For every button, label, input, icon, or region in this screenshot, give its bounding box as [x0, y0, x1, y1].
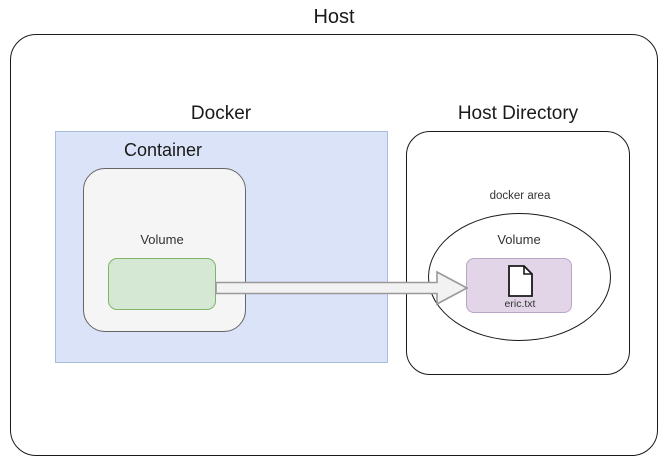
- container-volume-title: Volume: [140, 232, 184, 247]
- docker-area-title: docker area: [489, 190, 551, 202]
- host-directory-title: Host Directory: [457, 103, 579, 124]
- block-arrow-right-icon: [215, 270, 469, 306]
- host-title: Host: [313, 6, 355, 28]
- host-volume-title: Volume: [497, 232, 541, 247]
- host-volume-shape: eric.txt: [466, 258, 572, 313]
- container-volume-shape: [108, 258, 216, 310]
- file-name-label: eric.txt: [504, 298, 536, 310]
- file-document-icon: [467, 264, 573, 298]
- docker-area-shape: [428, 213, 611, 341]
- container-title: Container: [123, 140, 203, 160]
- docker-title: Docker: [190, 103, 252, 124]
